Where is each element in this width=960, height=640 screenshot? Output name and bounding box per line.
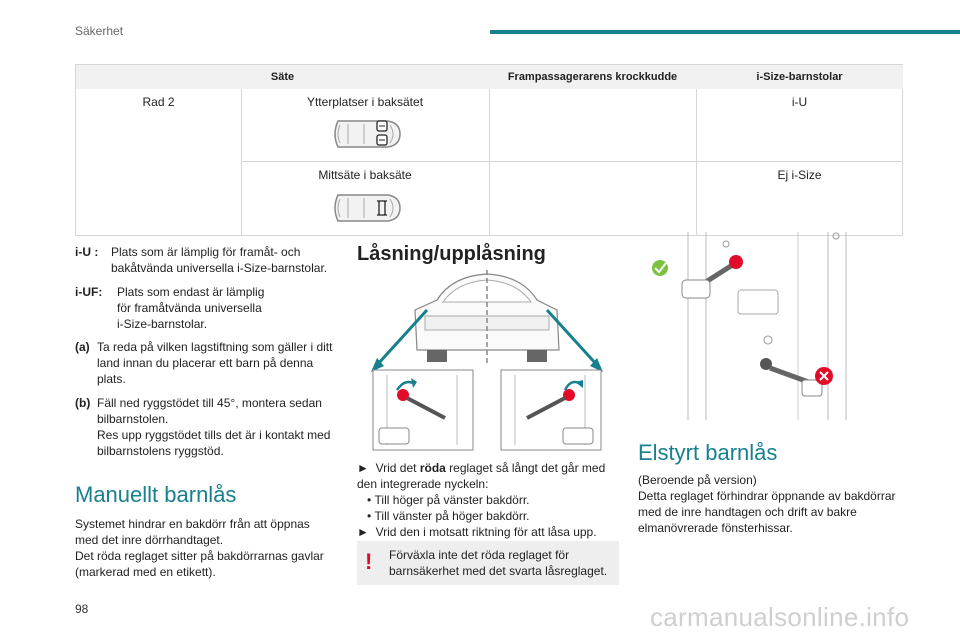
arrow-bullet: ►	[357, 461, 369, 475]
electric-child-lock-title: Elstyrt barnlås	[638, 440, 778, 465]
table-row-label: Rad 2	[142, 95, 175, 109]
warning-box: ! Förväxla inte det röda reglaget för ba…	[357, 541, 619, 585]
table-cell-isize: i-U	[791, 95, 808, 109]
definition-key: (b)	[75, 396, 91, 410]
locking-title: Låsning/upplåsning	[357, 243, 546, 265]
table-cell-seat: Ytterplatser i baksätet	[306, 95, 424, 109]
electric-child-lock-text: (Beroende på version) Detta reglaget för…	[638, 473, 896, 535]
table-divider	[489, 89, 490, 236]
definition-text: Plats som endast är lämplig för framåtvä…	[117, 285, 265, 331]
table-row-divider	[241, 161, 903, 162]
definition-text: Plats som är lämplig för framåt- och bak…	[111, 245, 328, 275]
car-outer-seats-icon	[334, 120, 401, 148]
warning-text: Förväxla inte det röda reglaget för barn…	[389, 548, 608, 578]
table-cell-seat: Mittsäte i baksäte	[318, 168, 412, 182]
definition-key: (a)	[75, 340, 90, 354]
car-middle-seat-icon	[334, 194, 401, 222]
page-number: 98	[75, 602, 89, 616]
locking-instructions: ► Vrid det röda reglaget så långt det gå…	[357, 461, 606, 539]
definition-key: i-UF:	[75, 285, 103, 299]
header-rule	[490, 30, 960, 34]
warning-icon: !	[365, 549, 373, 574]
manual-child-lock-title: Manuellt barnlås	[75, 482, 237, 507]
table-header-airbag: Frampassagerarens krockkudde	[489, 65, 696, 89]
manual-child-lock-text: Systemet hindrar en bakdörr från att öpp…	[75, 517, 324, 579]
definition-text: Ta reda på vilken lagstiftning som gälle…	[97, 340, 333, 386]
watermark: carmanualsonline.info	[650, 602, 910, 632]
definition-key: i-U :	[75, 245, 99, 259]
rear-door-child-lock-illustration	[371, 270, 603, 451]
isize-seat-table: Säte Frampassagerarens krockkudde i-Size…	[75, 64, 903, 236]
section-label: Säkerhet	[75, 24, 124, 38]
table-header-seat: Säte	[76, 65, 489, 89]
table-divider	[696, 89, 697, 236]
arrow-bullet: ►	[357, 525, 369, 539]
table-divider	[241, 89, 242, 236]
table-header-isize: i-Size-barnstolar	[696, 65, 903, 89]
definition-text: Fäll ned ryggstödet till 45°, montera se…	[97, 396, 331, 458]
table-cell-isize: Ej i-Size	[777, 168, 822, 182]
electric-lock-door-illustration	[652, 232, 847, 420]
